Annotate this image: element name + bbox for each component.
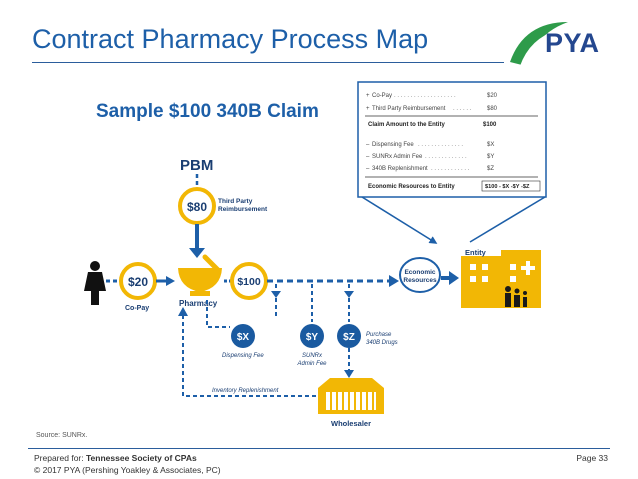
pharmacy-icon <box>178 254 222 296</box>
callout-dots: . . . . . . <box>453 106 472 112</box>
callout-deduction-sign: – <box>366 154 370 160</box>
copay-amount: $20 <box>128 275 148 289</box>
callout-deduction-sign: – <box>366 166 370 172</box>
callout-row-sign: + <box>366 106 370 112</box>
copay-circle <box>119 262 157 300</box>
claim-circle <box>230 262 268 300</box>
third-party-label-1: Third Party <box>218 198 253 205</box>
callout-total-box <box>481 180 541 192</box>
economic-resources-node <box>399 257 441 293</box>
sunrx-amount: $Y <box>306 332 319 343</box>
title-divider <box>32 62 504 63</box>
callout-row-label: Co-Pay <box>372 93 392 99</box>
footer-prefix: Prepared for: <box>34 453 86 463</box>
callout-total-value: $100 - $X -$Y -$Z <box>485 184 530 190</box>
inventory-dashed-link <box>182 312 316 397</box>
footer-prepared-for: Prepared for: Tennessee Society of CPAs <box>34 453 197 463</box>
dispensing-label: Dispensing Fee <box>222 353 264 359</box>
main-flow-arrow <box>389 275 399 287</box>
dispensing-amount: $X <box>237 332 250 343</box>
entity-building-icon <box>461 250 541 308</box>
callout-total-label: Economic Resources to Entity <box>368 184 455 190</box>
logo-swoosh-inner <box>520 30 558 66</box>
purchase-label-1: Purchase <box>366 332 392 338</box>
callout-deduction-label: SUNRx Admin Fee <box>372 154 423 160</box>
footer-copyright: © 2017 PYA (Pershing Yoakley & Associate… <box>34 465 221 475</box>
inventory-arrow-head <box>178 307 188 316</box>
inventory-label: Inventory Replenishment <box>212 388 279 394</box>
claim-callout: + Co-Pay . . . . . . . . . . . . . . . .… <box>357 81 547 198</box>
economic-label-2: Resources <box>403 277 437 284</box>
wholesaler-icon <box>318 378 384 414</box>
wholesaler-label: Wholesaler <box>331 419 371 428</box>
callout-connector-left <box>361 196 438 244</box>
callout-claim-label: Claim Amount to the Entity <box>368 122 445 128</box>
callout-deduction-label: Dispensing Fee <box>372 142 414 148</box>
copay-arrow-head <box>166 276 175 286</box>
callout-dots: . . . . . . . . . . . . . <box>425 154 467 160</box>
callout-dots: . . . . . . . . . . . . . . . . . . . <box>394 93 456 99</box>
third-party-amount: $80 <box>187 200 207 214</box>
callout-connector-right <box>469 196 546 243</box>
claim-amount: $100 <box>237 276 261 288</box>
callout-dots: . . . . . . . . . . . . <box>431 166 470 172</box>
callout-deduction-value: $X <box>487 142 494 148</box>
dispensing-circle <box>231 324 255 348</box>
logo-wordmark: PYA <box>545 28 600 58</box>
entity-label: Entity <box>465 248 487 257</box>
patient-icon <box>84 261 106 305</box>
callout-row-value: $80 <box>487 106 498 112</box>
economic-to-entity-arrow <box>449 271 459 285</box>
economic-label-1: Economic <box>404 269 435 276</box>
purchase-to-wholesaler-arrow <box>344 370 354 378</box>
pya-logo <box>510 22 568 66</box>
callout-deduction-value: $Y <box>487 154 494 160</box>
sunrx-label-2: Admin Fee <box>296 361 327 367</box>
page-number: Page 33 <box>576 453 608 463</box>
sunrx-label-1: SUNRx <box>302 353 323 359</box>
third-party-arrow-head <box>189 248 205 258</box>
callout-row-sign: + <box>366 93 370 99</box>
callout-deduction-label: 340B Replenishment <box>372 166 428 172</box>
callout-box <box>357 81 547 198</box>
third-party-label-2: Reimbursement <box>218 206 268 213</box>
dispensing-down-arrow <box>271 291 281 298</box>
footer-org: Tennessee Society of CPAs <box>85 453 197 463</box>
callout-row-value: $20 <box>487 93 498 99</box>
callout-deduction-sign: – <box>366 142 370 148</box>
diagram-heading: Sample $100 340B Claim <box>96 101 319 122</box>
footer-divider <box>28 448 610 449</box>
dispensing-dashed-link <box>206 300 230 328</box>
callout-dots: . . . . . . . . . . . . . . <box>418 142 463 148</box>
callout-deduction-value: $Z <box>487 166 494 172</box>
purchase-label-2: 340B Drugs <box>366 340 398 346</box>
logo-swoosh <box>510 22 568 66</box>
sunrx-circle <box>300 324 324 348</box>
pbm-label: PBM <box>180 157 213 174</box>
pharmacy-label: Pharmacy <box>179 299 218 308</box>
purchase-down-arrow <box>344 291 354 298</box>
purchase-circle <box>337 324 361 348</box>
third-party-circle <box>178 187 216 225</box>
slide-title: Contract Pharmacy Process Map <box>32 24 429 54</box>
purchase-amount: $Z <box>343 332 355 343</box>
callout-claim-value: $100 <box>483 122 497 128</box>
callout-row-label: Third Party Reimbursement <box>372 106 446 112</box>
source-note: Source: SUNRx. <box>36 432 88 439</box>
copay-label: Co-Pay <box>125 305 149 312</box>
